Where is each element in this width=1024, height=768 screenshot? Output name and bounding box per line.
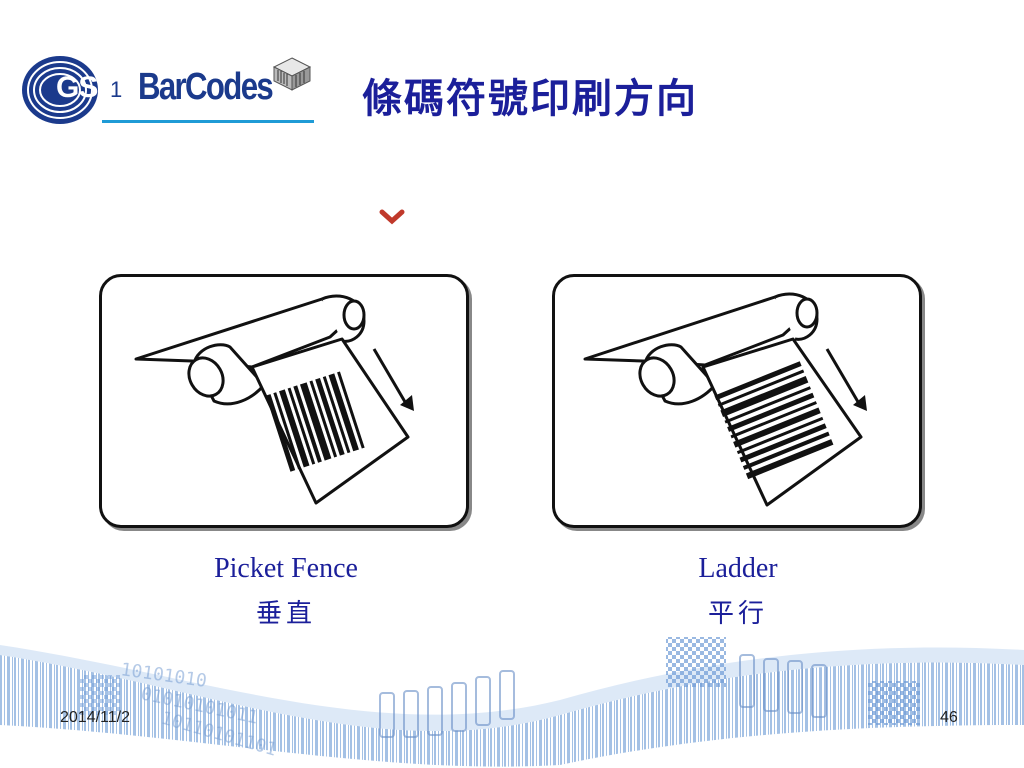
picket-fence-caption-zh: 垂直 (255, 599, 316, 629)
gs1-ring-icon (22, 56, 98, 124)
gs1-barcodes-logo: GS 1 BarCodes (20, 52, 320, 126)
printer-label-horizontal-bars-icon (583, 292, 867, 507)
logo-brand-text: BarCodes (138, 66, 274, 108)
footer-date: 2014/11/2 (60, 709, 130, 726)
picket-fence-panel (99, 274, 469, 528)
page-number: 46 (940, 709, 958, 726)
ladder-caption: Ladder (698, 553, 778, 584)
ladder-panel (552, 274, 922, 528)
ladder-caption-zh: 平行 (707, 599, 768, 629)
logo-gs-text: GS (56, 71, 98, 104)
printer-label-vertical-bars-icon (134, 294, 414, 505)
barcode-ribbon-decoration: 10101010 01010101011 10110101101 (0, 637, 1024, 767)
chevron-down-icon (379, 209, 405, 225)
barcode-cube-icon (272, 57, 312, 91)
logo-underline (102, 120, 314, 123)
logo-gs1-number: 1 (110, 77, 123, 102)
page-title: 條碼符號印刷方向 (362, 75, 698, 122)
picket-fence-caption: Picket Fence (214, 553, 358, 584)
